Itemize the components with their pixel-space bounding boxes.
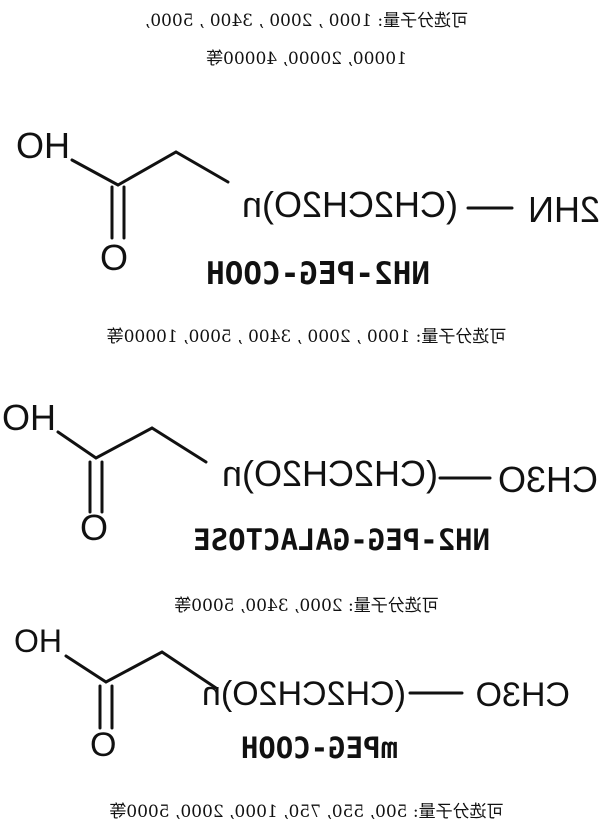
carbon-chain-bond: [56, 426, 208, 464]
structure-nh2-peg-cooh: OH O (CH2CH2O)n 2HN NH2-PEG-COOH: [16, 125, 600, 292]
compound-name: NH2-PEG-GALACTOSE: [193, 523, 490, 557]
carbonyl-oxygen-label: O: [100, 237, 128, 278]
peg-chain-label: (CH2CH2O)n: [202, 675, 406, 713]
carbon-chain-bond: [64, 650, 218, 690]
hydroxyl-label: OH: [2, 397, 56, 438]
end-group-label: 2HN: [528, 189, 600, 230]
structure-nh2-peg-galactose: OH O (CH2CH2O)n CH3O NH2-PEG-GALACTOSE: [2, 397, 598, 557]
end-group-label: CH3O: [476, 676, 570, 714]
carbonyl-oxygen-label: O: [90, 726, 116, 764]
end-group-label: CH3O: [498, 459, 598, 500]
hydroxyl-label: OH: [14, 623, 62, 659]
carbonyl-oxygen-label: O: [80, 507, 108, 548]
hydroxyl-label: OH: [16, 125, 70, 166]
structure-mpeg-cooh: OH O (CH2CH2O)n CH3O mPEG-COOH: [14, 623, 570, 765]
compound-name: NH2-PEG-COOH: [206, 256, 430, 292]
compound-name: mPEG-COOH: [241, 731, 398, 765]
carbon-chain-bond: [70, 150, 230, 187]
peg-chain-label: (CH2CH2O)n: [222, 453, 438, 494]
peg-chain-label: (CH2CH2O)n: [242, 184, 458, 225]
